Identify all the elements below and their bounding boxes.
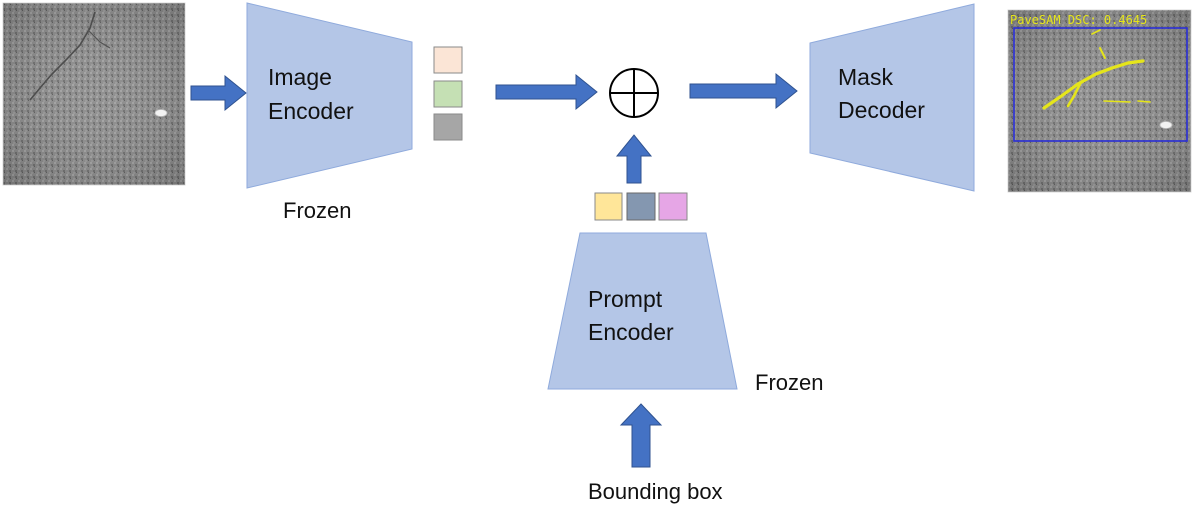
bounding-box-label: Bounding box xyxy=(588,479,723,504)
prompt-embedding-tokens xyxy=(594,192,688,221)
arrow-bbox-to-prompt-encoder xyxy=(619,403,663,468)
output-image: PaveSAM DSC: 0.4645 xyxy=(1007,9,1192,193)
arrow-combine-to-decoder xyxy=(689,72,798,110)
prompt-encoder-block: Prompt Encoder xyxy=(547,232,738,390)
prompt-embedding-token xyxy=(658,192,688,221)
prompt-encoder-label-line1: Prompt xyxy=(588,286,663,312)
image-embedding-tokens xyxy=(433,46,463,141)
arrow-prompt-to-combine xyxy=(615,134,653,184)
mask-decoder-label-line2: Decoder xyxy=(838,97,925,123)
image-embedding-token xyxy=(433,113,463,141)
image-embedding-token xyxy=(433,80,463,108)
predicted-mask xyxy=(1042,59,1145,110)
image-encoder-label-line2: Encoder xyxy=(268,98,354,124)
prompt-embedding-token xyxy=(626,192,656,221)
bounding-box-overlay xyxy=(1013,27,1188,142)
mask-decoder-label-line1: Mask xyxy=(838,64,893,90)
image-encoder-block: Image Encoder xyxy=(246,2,413,189)
output-caption: PaveSAM DSC: 0.4645 xyxy=(1010,13,1147,27)
image-encoder-frozen-label: Frozen xyxy=(283,198,351,223)
prompt-encoder-frozen-label: Frozen xyxy=(755,370,823,395)
prompt-encoder-label-line2: Encoder xyxy=(588,319,674,345)
input-image xyxy=(2,2,186,186)
plus-circle-icon xyxy=(609,68,659,118)
arrow-input-to-encoder xyxy=(190,74,247,112)
image-encoder-label-line1: Image xyxy=(268,64,332,90)
mask-decoder-block: Mask Decoder xyxy=(809,3,975,192)
prompt-embedding-token xyxy=(594,192,623,221)
image-embedding-token xyxy=(433,46,463,74)
arrow-embedding-to-combine xyxy=(495,73,598,111)
